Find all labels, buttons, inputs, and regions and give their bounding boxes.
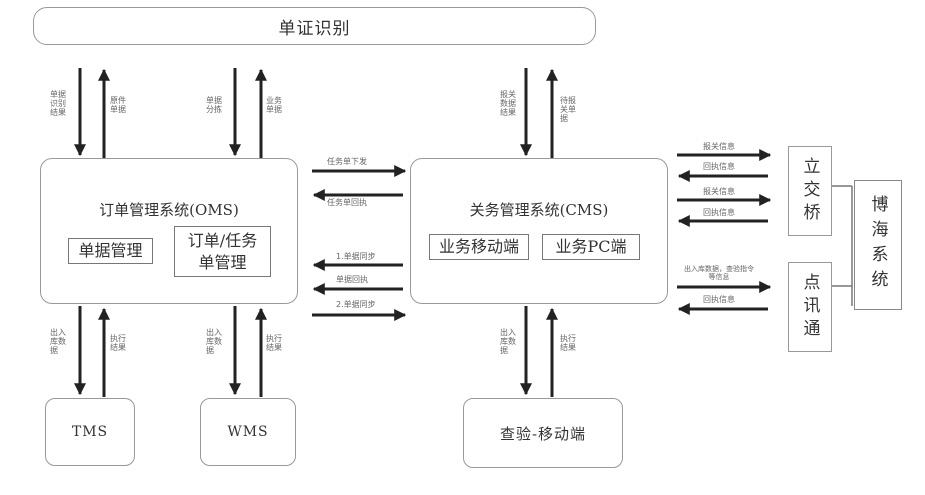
label-cms-top-up: 待报 关单 据 [560,96,576,124]
label-oms-cms-5: 2.单据同步 [336,300,376,309]
document-recognition-box: 单证识别 [33,7,596,45]
label-right-3: 报关信息 [703,187,735,196]
oms-order-task-management: 订单/任务 单管理 [174,226,271,277]
lijiaoqiao-box: 立交桥 [788,146,832,236]
label-oms-top-left-down: 单据 识别 结果 [50,90,66,118]
tms-label: TMS [72,424,108,440]
label-right-1: 报关信息 [703,142,735,151]
bohai-system-label: 博海系统 [866,195,891,295]
oms-title: 订单管理系统(OMS) [41,199,297,220]
label-oms-cms-3: 1.单据同步 [336,252,376,261]
label-right-6: 回执信息 [703,295,735,304]
lijiaoqiao-label: 立交桥 [798,157,823,226]
label-oms-cms-1: 任务单下发 [327,157,367,166]
label-cms-top-down: 报关 数据 结果 [500,90,516,118]
bohai-system-box: 博海系统 [854,180,902,310]
label-right-4: 回执信息 [703,208,735,217]
wms-box: WMS [200,398,296,466]
label-oms-top-mid-up: 业务 单据 [266,96,282,114]
inspection-mobile-box: 查验-移动端 [463,398,623,468]
label-oms-cms-2: 任务单回执 [327,198,367,207]
label-oms-tms-up: 执行 结果 [110,334,126,352]
label-oms-cms-4: 单据回执 [336,275,368,284]
document-recognition-label: 单证识别 [279,14,351,39]
label-right-5: 出入库数据，查验指令 等信息 [684,265,754,281]
cms-title: 关务管理系统(CMS) [411,199,667,220]
tms-box: TMS [45,398,135,466]
inspection-mobile-label: 查验-移动端 [500,423,586,444]
oms-box: 订单管理系统(OMS) 单据管理 订单/任务 单管理 [40,158,298,304]
oms-document-management: 单据管理 [68,238,153,264]
label-cms-mobile-down: 出入 库数 据 [500,328,516,356]
label-right-2: 回执信息 [703,162,735,171]
cms-pc-business: 业务PC端 [542,234,640,260]
label-cms-mobile-up: 执行 结果 [560,334,576,352]
label-oms-wms-up: 执行 结果 [266,334,282,352]
label-oms-wms-down: 出入 库数 据 [206,328,222,356]
cms-mobile-business: 业务移动端 [429,234,529,260]
label-oms-top-mid-down: 单据 分拣 [206,96,222,114]
dianxuntong-label: 点讯通 [798,273,823,342]
label-oms-tms-down: 出入 库数 据 [50,328,66,356]
wms-label: WMS [227,424,268,440]
dianxuntong-box: 点讯通 [788,262,832,352]
label-oms-top-left-up: 原件 单据 [110,96,126,114]
cms-box: 关务管理系统(CMS) 业务移动端 业务PC端 [410,158,668,304]
